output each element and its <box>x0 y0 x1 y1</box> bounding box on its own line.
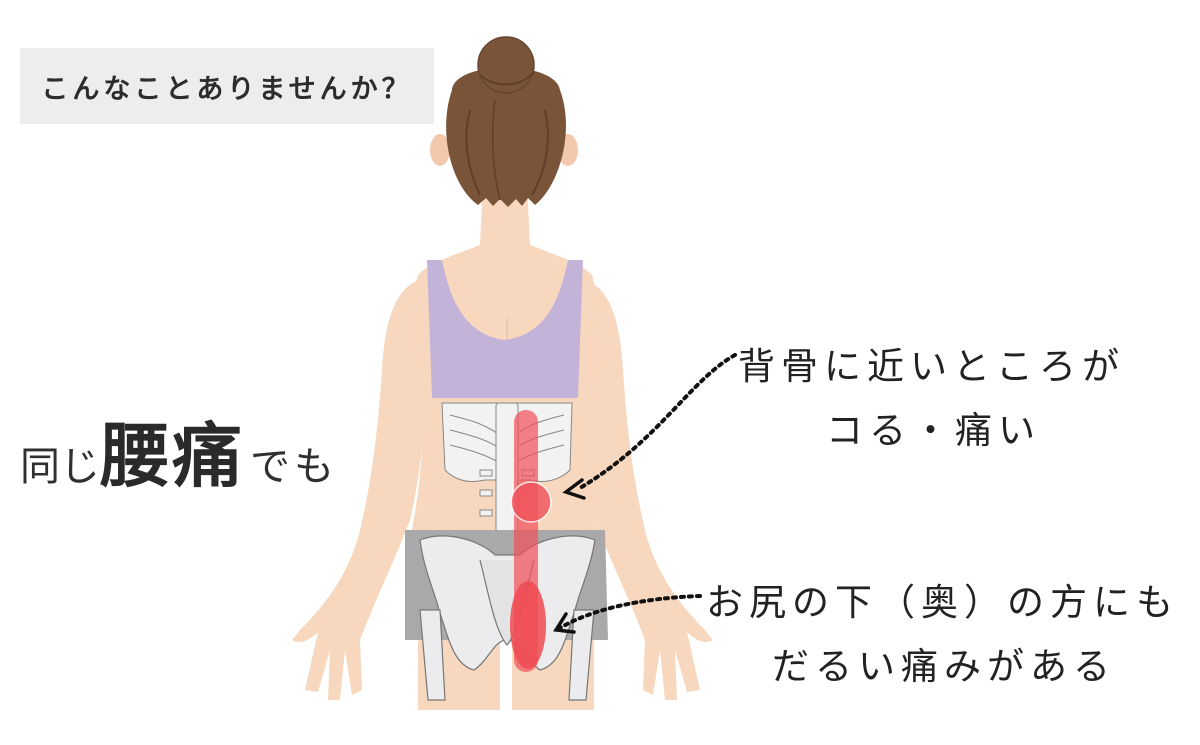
pain-circle-icon <box>510 481 552 523</box>
headline: 同じ 腰痛 でも <box>20 400 338 500</box>
question-text: こんなことありませんか？ <box>41 73 413 105</box>
dotted-arrow-icon <box>558 353 737 630</box>
headline-prefix: 同じ <box>20 444 100 490</box>
right-arm-icon <box>575 278 713 700</box>
callout-spine-line2: コる・痛い <box>826 409 1041 452</box>
headline-suffix: でも <box>250 444 338 490</box>
left-arm-icon <box>292 278 430 700</box>
pain-area-buttock-icon <box>510 581 546 669</box>
callout-buttock-line2: だるい痛みがある <box>772 645 1116 688</box>
hair-bun-icon <box>430 36 578 207</box>
callout-buttock-line1: お尻の下（奥）の方にも <box>706 581 1179 624</box>
headline-emphasis: 腰痛 <box>100 415 244 497</box>
callout-spine-line1: 背骨に近いところが <box>738 345 1125 388</box>
sports-bra-icon <box>427 260 583 398</box>
question-banner: こんなことありませんか？ <box>20 48 434 124</box>
arrowhead-icon <box>553 478 586 634</box>
